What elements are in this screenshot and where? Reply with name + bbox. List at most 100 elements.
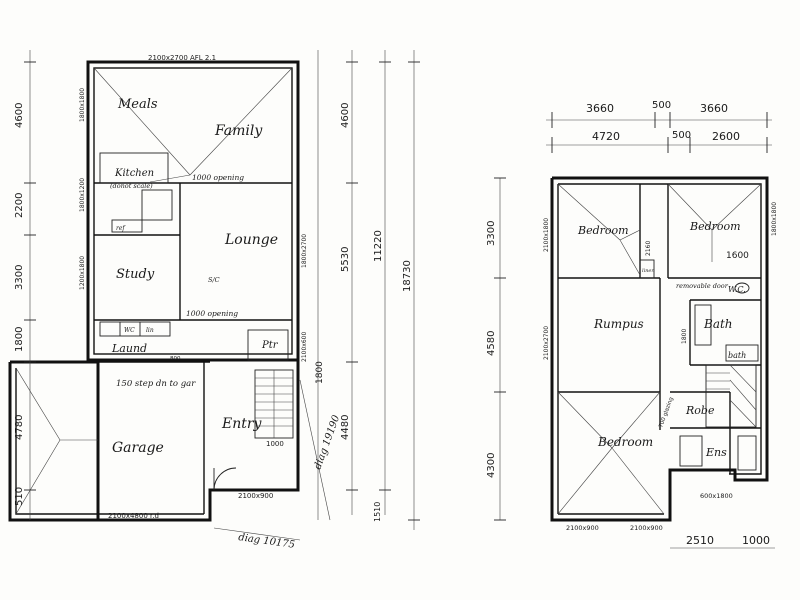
dim-top-1: 3660 bbox=[586, 102, 614, 115]
room-label-ptr: Ptr bbox=[261, 340, 279, 351]
dim-right-1: 4600 bbox=[340, 103, 351, 128]
room-label-entry: Entry bbox=[221, 416, 263, 432]
room-label-ensuite: Ens bbox=[705, 446, 727, 459]
first-floor-stair bbox=[705, 364, 757, 428]
room-label-ref: ref bbox=[116, 225, 126, 232]
room-label-robe: Robe bbox=[685, 404, 715, 417]
roof-hip-line bbox=[557, 391, 613, 449]
note-window-kitchen: 1800x1200 bbox=[79, 178, 86, 212]
dim-side-2: 4580 bbox=[486, 331, 497, 356]
dim-right-6: 18730 bbox=[402, 260, 413, 292]
note-window-rumpus: 2100x2700 bbox=[543, 326, 550, 360]
room-label-bedroom-ne: Bedroom bbox=[689, 220, 741, 233]
note-garage-step: 150 step dn to gar bbox=[116, 379, 196, 389]
bath-tub bbox=[725, 344, 759, 362]
roof-hip-line bbox=[189, 67, 293, 176]
note-window-ne: 1800x1800 bbox=[771, 202, 778, 236]
dim-mid-3: 2600 bbox=[712, 130, 740, 143]
dim-right-7: 1510 bbox=[373, 502, 382, 522]
note-upfl: S/C bbox=[208, 276, 220, 284]
room-label-bath: Bath bbox=[703, 317, 733, 331]
note-entry-window: 2100x900 bbox=[238, 492, 273, 500]
pantry-box bbox=[247, 329, 289, 361]
dim-right-4: 4480 bbox=[340, 415, 351, 440]
room-label-lounge: Lounge bbox=[224, 232, 278, 248]
room-label-wc: WC bbox=[124, 327, 135, 334]
note-opening-kitchen: 1000 opening bbox=[192, 173, 244, 182]
ground-floor-inner-wall-line bbox=[93, 67, 293, 355]
note-window-s2: 2100x900 bbox=[630, 524, 663, 532]
note-window-entry: 2100x600 bbox=[301, 332, 308, 362]
diagonal-dimension-line bbox=[213, 527, 301, 541]
note-window-meals: 1800x1800 bbox=[79, 88, 86, 122]
left-dimension-ticks bbox=[24, 61, 36, 491]
ground-floor-stair bbox=[254, 369, 294, 439]
roof-hip-line bbox=[611, 447, 665, 515]
note-window-top: 2100x2700 AFL 2.1 bbox=[148, 54, 216, 62]
note-diagonal-b: diag 10175 bbox=[238, 532, 296, 551]
note-window-ensuite: 600x1800 bbox=[700, 492, 733, 500]
note-diagonal-a: diag 19190 bbox=[312, 413, 342, 471]
note-garage-door: 2100x4800 r.d bbox=[108, 512, 159, 520]
dim-left-2: 2200 bbox=[14, 193, 25, 218]
kitchen-note: (donot scale) bbox=[110, 182, 153, 190]
note-window-lounge: 1800x2700 bbox=[301, 234, 308, 268]
dim-mid-2: 500 bbox=[672, 130, 691, 141]
roof-hip-line bbox=[619, 239, 641, 276]
dim-side-3: 4300 bbox=[486, 453, 497, 478]
roof-hip-line bbox=[557, 447, 613, 515]
dim-left-3: 3300 bbox=[14, 265, 25, 290]
laundry-bench bbox=[99, 321, 171, 337]
right-dimension-ticks bbox=[346, 61, 420, 521]
first-floor-plan: Bedroom Bedroom Rumpus Bath bath W.C. Ro… bbox=[486, 100, 778, 549]
first-floor-inner-wall bbox=[558, 183, 762, 475]
roof-hip-line bbox=[619, 229, 641, 241]
room-label-study: Study bbox=[116, 267, 155, 282]
room-label-garage: Garage bbox=[112, 440, 164, 456]
dim-mid-1: 4720 bbox=[592, 130, 620, 143]
dim-right-2: 5530 bbox=[340, 247, 351, 272]
note-window-nw: 2100x1800 bbox=[543, 218, 550, 252]
kitchen-island bbox=[111, 219, 143, 233]
dim-bottom-1: 2510 bbox=[686, 534, 714, 547]
roof-hip-line bbox=[93, 67, 191, 176]
first-floor-top-ticks bbox=[551, 112, 768, 153]
dim-right-5: 11220 bbox=[373, 230, 384, 262]
roof-hip-line bbox=[667, 183, 713, 231]
dim-left-1: 4600 bbox=[14, 103, 25, 128]
note-bedroom-1600: 1600 bbox=[726, 251, 749, 261]
diagonal-dimension-line bbox=[299, 379, 331, 521]
kitchen-bench bbox=[99, 152, 169, 184]
dim-left-6: 510 bbox=[14, 487, 25, 506]
note-laundry-width: 800 bbox=[170, 356, 181, 362]
roof-hip-line bbox=[149, 174, 191, 183]
linen-label: linen bbox=[642, 268, 655, 274]
dim-side-1: 3300 bbox=[486, 221, 497, 246]
roof-hip-line bbox=[611, 391, 661, 449]
room-label-lin: lin bbox=[146, 327, 154, 334]
dim-top-2: 500 bbox=[652, 100, 671, 111]
note-window-s1: 2100x900 bbox=[566, 524, 599, 532]
note-edge-2160: 2160 bbox=[645, 241, 652, 256]
wc-pan bbox=[734, 282, 750, 294]
room-label-wc-upper: W.C. bbox=[728, 285, 746, 294]
roof-hip-line bbox=[711, 183, 762, 231]
roof-hip-line bbox=[15, 439, 61, 515]
garage-inner-wall bbox=[15, 368, 204, 515]
ground-floor-plan: Meals Family Kitchen (donot scale) Loung… bbox=[8, 50, 420, 551]
note-window-study: 1200x1800 bbox=[79, 256, 86, 290]
dim-left-5: 4780 bbox=[14, 415, 25, 440]
first-floor-outer-wall bbox=[550, 176, 769, 522]
room-label-bedroom-nw: Bedroom bbox=[577, 224, 629, 237]
note-robe-glazing: 700 glazing bbox=[658, 397, 675, 429]
note-opening-lounge: 1000 opening bbox=[186, 309, 238, 318]
kitchen-pantry bbox=[141, 189, 173, 221]
entry-door-swing bbox=[213, 467, 237, 491]
dim-right-3: 1800 bbox=[315, 361, 325, 384]
ground-floor-outer-wall bbox=[86, 60, 300, 362]
garage-outer-wall bbox=[8, 360, 300, 522]
room-label-laund: Laund bbox=[111, 342, 147, 355]
room-label-bedroom-s: Bedroom bbox=[597, 435, 653, 449]
